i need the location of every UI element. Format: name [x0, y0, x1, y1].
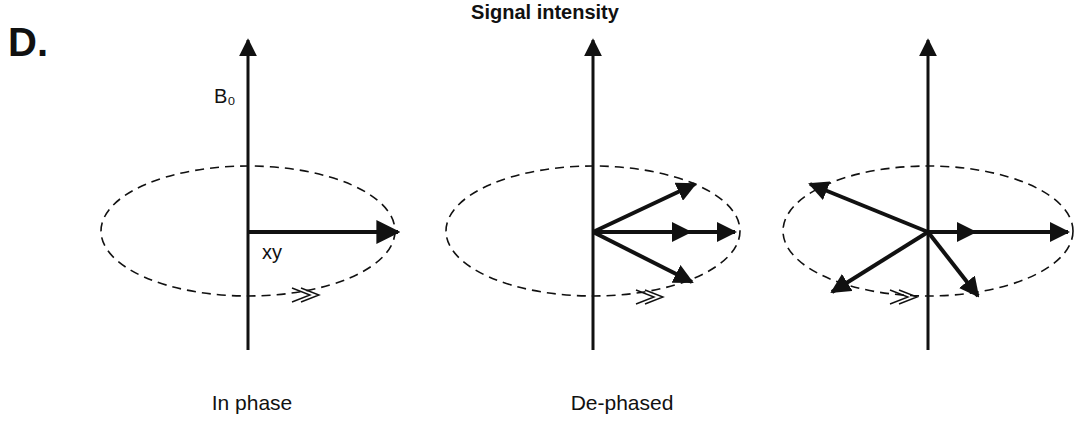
- rotation-chevron: [292, 288, 917, 304]
- plane-label: xy: [262, 242, 282, 262]
- panel-letter: D.: [8, 22, 48, 62]
- state-caption: De-phased: [571, 392, 674, 413]
- spin-vector: [248, 184, 1068, 296]
- b0-axis: [248, 40, 928, 350]
- axis-label: B₀: [214, 86, 236, 106]
- state-caption: In phase: [212, 392, 293, 413]
- figure-title: Signal intensity: [471, 2, 619, 22]
